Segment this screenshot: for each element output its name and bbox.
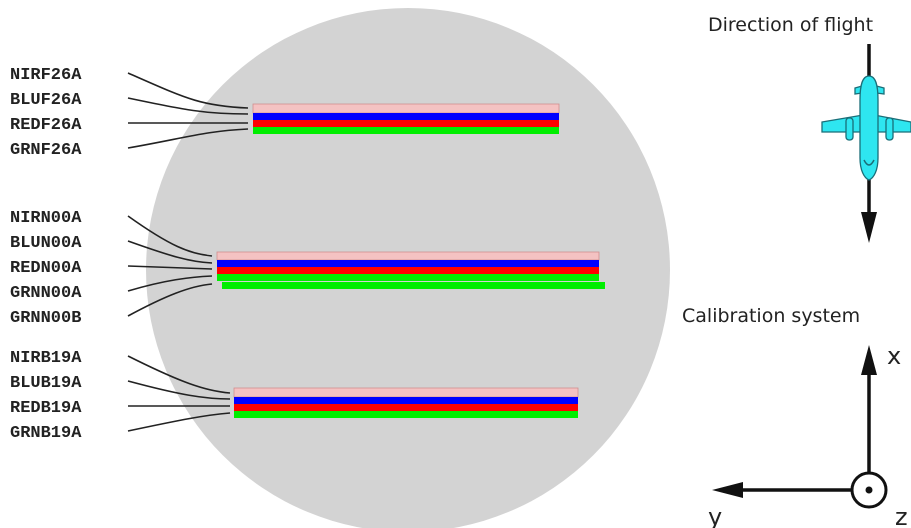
strip-nirf26a bbox=[252, 103, 560, 114]
label-grnf26a: GRNF26A bbox=[10, 141, 82, 160]
label-nirn00a: NIRN00A bbox=[10, 209, 82, 228]
leader-lines-nadir bbox=[127, 215, 213, 317]
strip-blub19a bbox=[234, 397, 578, 404]
sensor-group-backward: NIRB19A BLUB19A REDB19A GRNB19A bbox=[10, 349, 579, 443]
strip-grnn00b bbox=[222, 282, 605, 289]
sensor-group-nadir: NIRN00A BLUN00A REDN00A GRNN00A GRNN00B bbox=[10, 209, 605, 328]
axis-x-label: x bbox=[887, 342, 901, 370]
strip-blun00a bbox=[217, 260, 599, 267]
up-arrow-icon bbox=[861, 345, 877, 472]
airplane-icon bbox=[821, 75, 911, 181]
axis-y-label: y bbox=[708, 503, 722, 528]
out-of-page-icon bbox=[850, 471, 888, 509]
leader-lines-backward bbox=[127, 355, 231, 432]
strip-grnb19a bbox=[234, 411, 578, 418]
label-redf26a: REDF26A bbox=[10, 116, 82, 135]
strip-redn00a bbox=[217, 267, 599, 274]
label-blub19a: BLUB19A bbox=[10, 374, 82, 393]
label-grnb19a: GRNB19A bbox=[10, 424, 82, 443]
strip-redf26a bbox=[253, 120, 559, 127]
strip-redb19a bbox=[234, 404, 578, 411]
calibration-system-title: Calibration system bbox=[682, 305, 860, 327]
label-grnn00a: GRNN00A bbox=[10, 284, 82, 303]
leader-lines-forward bbox=[127, 72, 249, 149]
label-bluf26a: BLUF26A bbox=[10, 91, 82, 110]
label-redn00a: REDN00A bbox=[10, 259, 82, 278]
strip-nirb19a bbox=[233, 387, 579, 398]
direction-of-flight-title: Direction of flight bbox=[708, 14, 873, 36]
strip-nirn00a bbox=[216, 251, 600, 261]
strip-bluf26a bbox=[253, 113, 559, 120]
left-arrow-icon bbox=[712, 482, 851, 498]
label-blun00a: BLUN00A bbox=[10, 234, 82, 253]
label-nirf26a: NIRF26A bbox=[10, 66, 82, 85]
label-redb19a: REDB19A bbox=[10, 399, 82, 418]
strip-grnn00a bbox=[217, 274, 599, 281]
sensor-group-forward: NIRF26A BLUF26A REDF26A GRNF26A bbox=[10, 66, 560, 160]
label-grnn00b: GRNN00B bbox=[10, 309, 81, 328]
label-nirb19a: NIRB19A bbox=[10, 349, 82, 368]
axis-z-label: z bbox=[895, 503, 908, 528]
strip-grnf26a bbox=[253, 127, 559, 134]
